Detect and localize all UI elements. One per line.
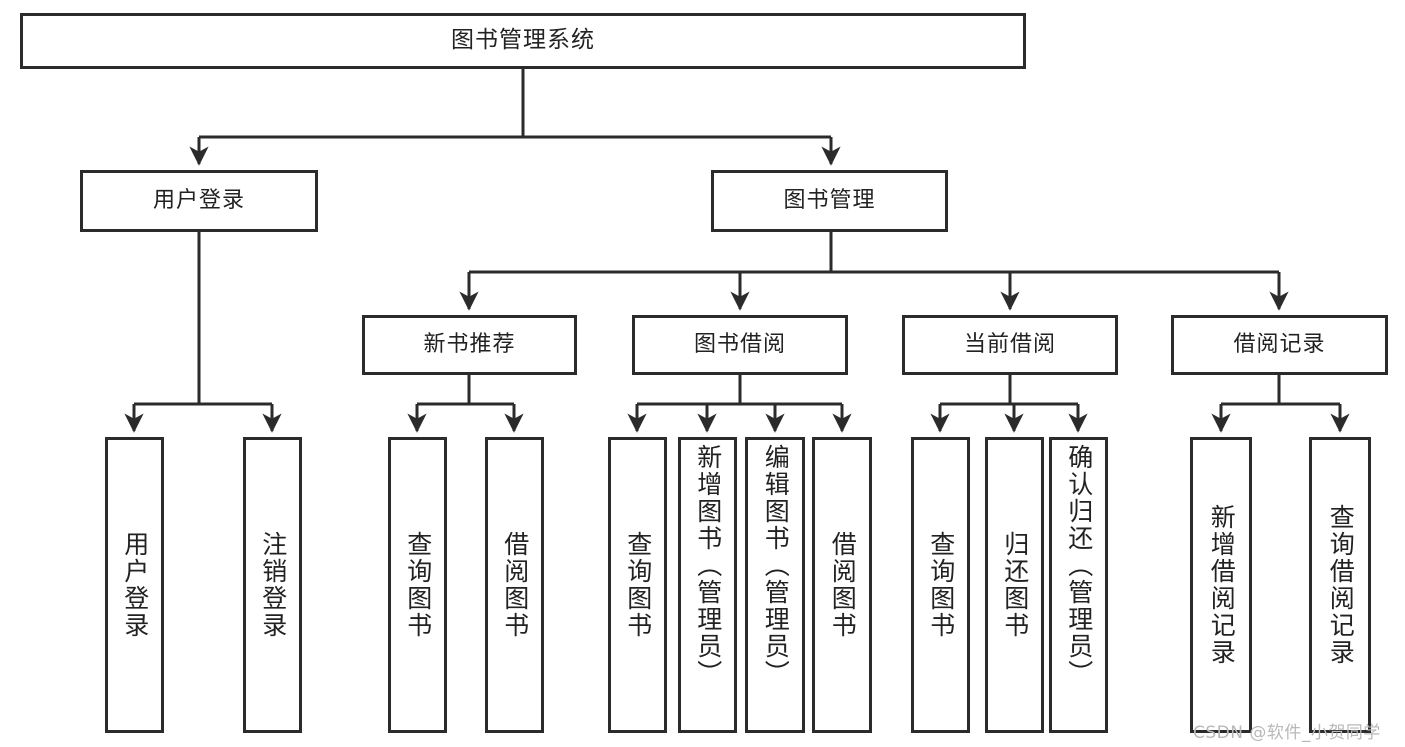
node-leaf-label: 编辑图书（管理员） [761,444,791,687]
node-leaf-label: 新增借阅记录 [1207,504,1237,666]
node-leaf-label: 归还图书 [1000,531,1030,639]
node-leaf[interactable]: 新增图书（管理员） [678,437,737,733]
node-leaf-label: 确认归还（管理员） [1064,444,1094,687]
node-leaf[interactable]: 查询图书 [608,437,667,733]
node-leaf-label: 查询图书 [926,531,956,639]
node-new-book-recommend-label: 新书推荐 [423,331,516,357]
node-current-borrow-label: 当前借阅 [963,331,1056,357]
node-current-borrow[interactable]: 当前借阅 [902,315,1118,375]
node-leaf[interactable]: 查询图书 [388,437,447,733]
node-leaf[interactable]: 借阅图书 [485,437,544,733]
node-book-borrow[interactable]: 图书借阅 [632,315,848,375]
node-root[interactable]: 图书管理系统 [20,13,1026,69]
node-book-borrow-label: 图书借阅 [693,331,786,357]
node-new-book-recommend[interactable]: 新书推荐 [362,315,577,375]
node-leaf-label: 借阅图书 [500,531,530,639]
node-leaf[interactable]: 注销登录 [243,437,302,733]
node-borrow-records-label: 借阅记录 [1233,331,1326,357]
node-leaf[interactable]: 借阅图书 [812,437,872,733]
node-leaf[interactable]: 编辑图书（管理员） [745,437,805,733]
node-leaf-label: 新增图书（管理员） [693,444,723,687]
node-user-login[interactable]: 用户登录 [80,170,318,232]
node-book-management-label: 图书管理 [783,187,876,213]
node-leaf-label: 查询图书 [403,531,433,639]
node-user-login-label: 用户登录 [152,187,245,213]
node-leaf[interactable]: 归还图书 [985,437,1044,733]
node-leaf-label: 注销登录 [258,531,288,639]
node-leaf-label: 查询借阅记录 [1326,504,1356,666]
watermark: CSDN @软件_小贺同学 [1193,723,1381,743]
node-root-label: 图书管理系统 [451,27,595,54]
node-leaf[interactable]: 确认归还（管理员） [1049,437,1108,733]
node-borrow-records[interactable]: 借阅记录 [1171,315,1388,375]
node-book-management[interactable]: 图书管理 [711,170,948,232]
node-leaf[interactable]: 新增借阅记录 [1190,437,1252,733]
node-leaf[interactable]: 查询图书 [911,437,970,733]
node-leaf-label: 借阅图书 [828,531,858,639]
node-leaf-label: 查询图书 [623,531,653,639]
node-leaf-label: 用户登录 [120,531,150,639]
node-leaf[interactable]: 用户登录 [105,437,164,733]
node-leaf[interactable]: 查询借阅记录 [1309,437,1371,733]
